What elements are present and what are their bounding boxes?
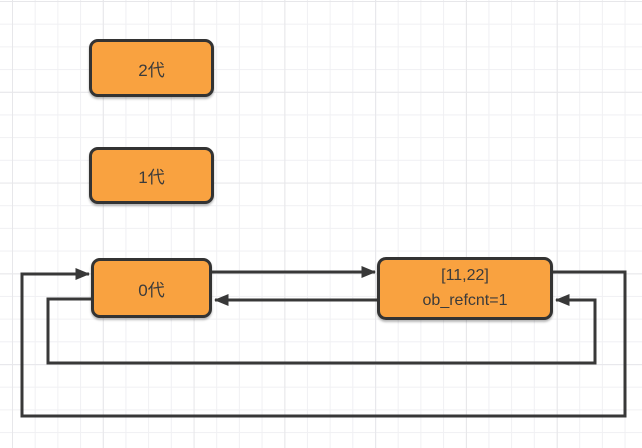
- node-object-list: [11,22] ob_refcnt=1: [377, 257, 553, 320]
- node-generation-1: 1代: [89, 147, 214, 204]
- edge-gen0-to-object-inner-loop: [46, 294, 597, 365]
- node-generation-2: 2代: [89, 39, 214, 97]
- node-generation-0: 0代: [91, 258, 212, 318]
- node-object-value: [11,22]: [441, 266, 489, 284]
- node-generation-1-label: 1代: [138, 168, 165, 187]
- node-generation-0-label: 0代: [138, 280, 165, 300]
- node-generation-2-label: 2代: [138, 60, 165, 80]
- edge-object-to-gen0-outer-loop: [20, 268, 627, 418]
- node-object-refcount: ob_refcnt=1: [422, 291, 508, 309]
